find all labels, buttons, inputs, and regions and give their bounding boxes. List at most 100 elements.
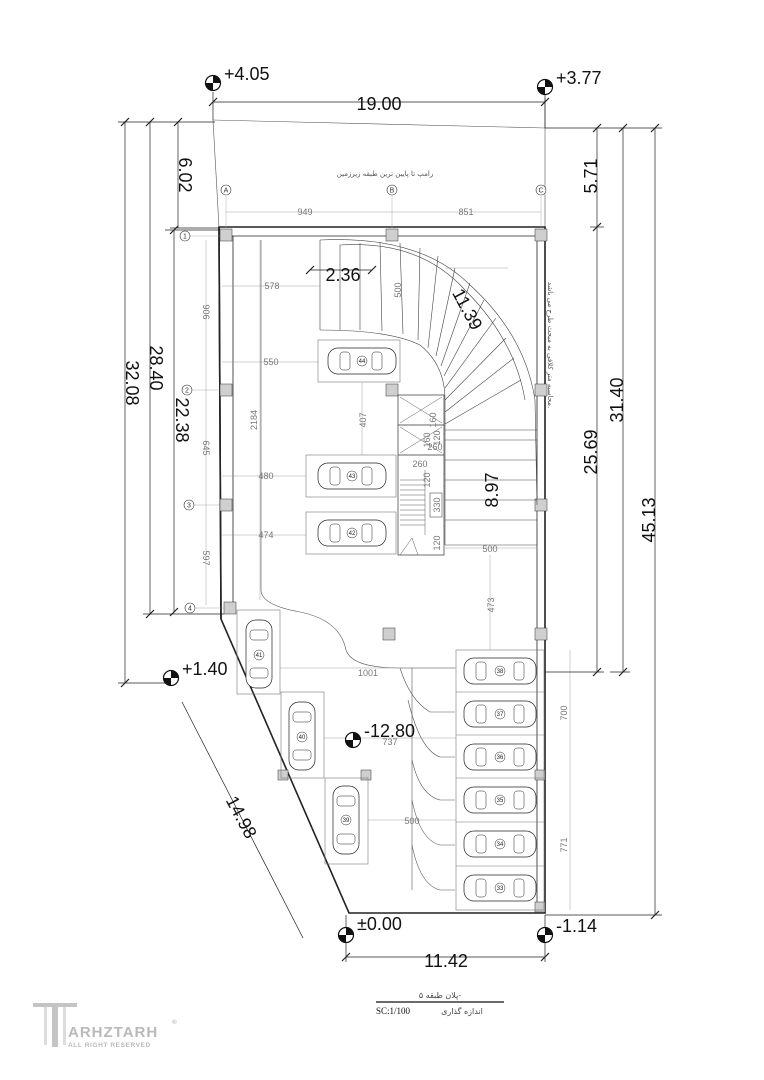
level-marker-center: -12.80	[344, 721, 415, 749]
svg-text:32.08: 32.08	[122, 360, 142, 405]
svg-text:120: 120	[422, 472, 432, 487]
company-logo: ARHZTARH ALL RIGHT RESERVED ®	[33, 1003, 177, 1049]
scale-label: SC:1/100	[376, 1006, 411, 1016]
svg-text:473: 473	[486, 597, 496, 612]
elevator-core	[397, 394, 445, 556]
level-marker-left: +1.40	[162, 659, 228, 687]
svg-text:2184: 2184	[249, 410, 259, 430]
grid-axis-B: B	[386, 184, 398, 196]
svg-text:25.69: 25.69	[581, 429, 601, 474]
level-marker-bottom-right: -1.14	[536, 916, 597, 944]
svg-text:160: 160	[428, 412, 438, 427]
structural-columns	[219, 228, 548, 913]
svg-text:645: 645	[201, 440, 211, 455]
svg-text:500: 500	[482, 544, 497, 554]
svg-text:737: 737	[382, 737, 397, 747]
title-block: پلان طبقه ۵- SC:1/100 اندازه گذاری	[376, 991, 504, 1016]
svg-text:2: 2	[185, 388, 189, 395]
car-34: 34	[463, 830, 537, 858]
svg-text:474: 474	[258, 530, 273, 540]
car-42: 42	[317, 519, 387, 547]
grid-axis-3: 3	[183, 499, 195, 511]
car-41: 41	[245, 619, 273, 689]
svg-text:34: 34	[497, 842, 504, 848]
grid-axis-4: 4	[184, 602, 196, 614]
svg-text:45.13: 45.13	[639, 497, 659, 542]
svg-text:120: 120	[432, 430, 442, 445]
svg-text:120: 120	[432, 535, 442, 550]
svg-text:260: 260	[412, 459, 427, 469]
svg-text:500: 500	[404, 816, 419, 826]
grid-axis-C: C	[535, 184, 547, 196]
svg-text:906: 906	[201, 304, 211, 319]
svg-text:+4.05: +4.05	[224, 64, 270, 84]
grid-axis-A: A	[220, 184, 232, 196]
svg-text:41: 41	[256, 653, 263, 659]
svg-text:597: 597	[201, 550, 211, 565]
svg-text:A: A	[224, 188, 229, 195]
svg-text:31.40: 31.40	[607, 377, 627, 422]
major-dimension-labels: 19.00 11.42 14.98 32.08 28.40 22.38 6.02…	[122, 94, 659, 971]
svg-text:949: 949	[297, 207, 312, 217]
svg-text:260: 260	[427, 442, 442, 452]
car-40: 40	[288, 701, 316, 771]
svg-text:2.36: 2.36	[325, 265, 360, 285]
svg-text:3: 3	[187, 503, 191, 510]
svg-text:14.98: 14.98	[222, 793, 261, 842]
dimension-ticks	[120, 97, 660, 962]
svg-text:33: 33	[497, 886, 504, 892]
svg-text:19.00: 19.00	[356, 94, 401, 114]
svg-text:+1.40: +1.40	[182, 659, 228, 679]
car-33: 33	[463, 874, 537, 902]
svg-text:40: 40	[299, 735, 306, 741]
svg-text:+3.77: +3.77	[556, 68, 602, 88]
car-44: 44	[327, 347, 397, 375]
small-dimension-labels: 949 851 578 550 480 474 906 645 597 2184…	[201, 207, 569, 853]
structural-grid	[190, 196, 542, 609]
car-43: 43	[317, 462, 387, 490]
svg-text:37: 37	[497, 712, 504, 718]
svg-text:407: 407	[358, 412, 368, 427]
svg-text:4: 4	[188, 606, 192, 613]
svg-text:480: 480	[258, 471, 273, 481]
svg-text:578: 578	[264, 281, 279, 291]
outer-dimension-lines	[118, 92, 662, 962]
svg-text:44: 44	[359, 359, 366, 365]
svg-text:700: 700	[559, 705, 569, 720]
plan-subtitle: اندازه گذاری	[441, 1006, 483, 1016]
car-35: 35	[463, 786, 537, 814]
svg-text:-12.80: -12.80	[364, 721, 415, 741]
svg-text:5.71: 5.71	[581, 158, 601, 193]
svg-text:6.02: 6.02	[175, 157, 195, 192]
side-note: محاسبه متر کلافی به مبحث طرح می باشد.	[546, 282, 554, 408]
svg-text:®: ®	[172, 1018, 177, 1026]
level-marker-bottom-left: ±0.00	[337, 914, 402, 944]
ramp-label: رامپ تا پایین ترین طبقه زیرزمین	[337, 170, 433, 178]
parking-areas	[236, 339, 545, 911]
curved-ramp	[319, 239, 538, 546]
svg-text:35: 35	[497, 798, 504, 804]
svg-text:500: 500	[393, 282, 403, 297]
svg-text:42: 42	[349, 531, 356, 537]
driveway-lines	[260, 240, 455, 891]
car-39: 39	[332, 785, 360, 855]
interior-dimension-lines	[205, 211, 571, 910]
svg-text:±0.00: ±0.00	[357, 914, 402, 934]
svg-text:39: 39	[343, 818, 350, 824]
svg-text:771: 771	[559, 837, 569, 852]
car-38: 38	[463, 657, 537, 685]
svg-text:43: 43	[349, 474, 356, 480]
svg-text:550: 550	[263, 357, 278, 367]
svg-text:28.40: 28.40	[146, 345, 166, 390]
plan-title: پلان طبقه ۵-	[419, 991, 461, 1000]
svg-text:36: 36	[497, 755, 504, 761]
svg-text:11.39: 11.39	[448, 285, 486, 333]
car-36: 36	[463, 743, 537, 771]
svg-text:-1.14: -1.14	[556, 916, 597, 936]
level-marker-top-right: +3.77	[536, 68, 602, 96]
building-outline	[212, 98, 546, 914]
svg-text:38: 38	[497, 669, 504, 675]
grid-axis-2: 2	[181, 384, 193, 396]
svg-text:ALL RIGHT RESERVED: ALL RIGHT RESERVED	[68, 1042, 151, 1049]
svg-text:8.97: 8.97	[482, 472, 502, 507]
